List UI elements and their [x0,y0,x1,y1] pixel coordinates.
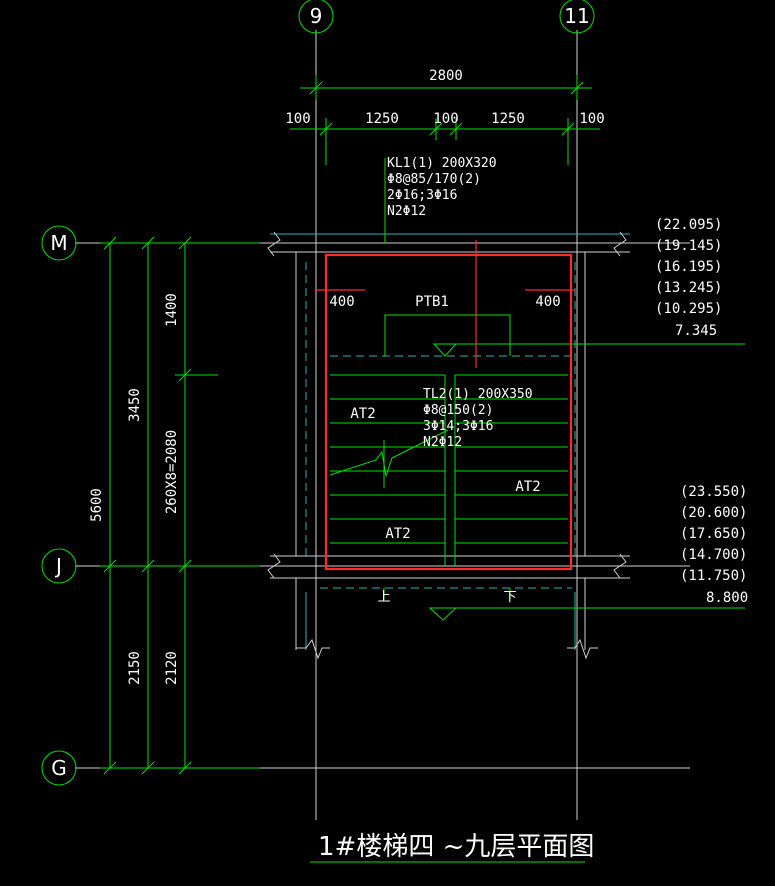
kl1-line-2: Φ8@85/170(2) [387,172,481,187]
beam-tl2-label: TL2(1) 200X350 Φ8@150(2) 3Φ14;3Φ16 N2Φ12 [423,387,533,450]
beam-kl1-label: KL1(1) 200X320 Φ8@85/170(2) 2Φ16;3Φ16 N2… [387,156,497,219]
elevations-upper: (22.095) (19.145) (16.195) (13.245) (10.… [655,217,722,339]
top-dimensions: 2800 100 1250 100 1250 100 [285,68,605,165]
axis-label-m: M [50,231,67,255]
dim-total: 5600 [89,488,105,522]
axis-label-9: 9 [310,4,323,28]
kl1-line-4: N2Φ12 [387,204,426,219]
drawing-title: 1#楼梯四 ~九层平面图 [318,832,594,862]
dim-bottom: 2120 [164,651,180,685]
elevation-marker-lower [428,607,458,621]
axis-bubble-j: J [41,548,77,584]
dim-right-400: 400 [535,294,560,310]
tl2-line-3: 3Φ14;3Φ16 [423,419,493,434]
flight-label-left: AT2 [350,406,375,422]
elev-upper-2: (19.145) [655,238,722,254]
flight-label-bottom: AT2 [385,526,410,542]
elev-upper-3: (16.195) [655,259,722,275]
axis-grid-lines [75,30,690,820]
dim-upper: 3450 [127,388,143,422]
treads-left [330,374,445,544]
axis-bubble-m: M [41,225,77,261]
dim-seg-e: 100 [579,111,604,127]
axis-label-g: G [51,756,67,780]
elev-lower-6: 8.800 [706,590,748,606]
up-label: 上 [377,590,390,605]
elev-lower-5: (11.750) [680,568,747,584]
dim-lower: 2150 [127,651,143,685]
elev-upper-5: (10.295) [655,301,722,317]
slab-outline [384,314,511,356]
axis-bubble-9: 9 [298,0,334,34]
elevation-marker-upper [432,343,458,357]
dim-flight: 260X8=2080 [164,430,180,514]
dim-overall: 2800 [429,68,463,84]
dim-seg-c: 100 [433,111,458,127]
flight-label-right: AT2 [515,479,540,495]
slab-label: PTB1 [415,294,449,310]
elev-upper-6: 7.345 [675,323,717,339]
axis-label-j: J [54,554,62,578]
elevations-lower: (23.550) (20.600) (17.650) (14.700) (11.… [680,484,748,606]
tl2-line-1: TL2(1) 200X350 [423,387,533,402]
tl2-line-2: Φ8@150(2) [423,403,493,418]
elev-lower-2: (20.600) [680,505,747,521]
treads-right [455,374,568,544]
stair-geometry [310,158,745,863]
left-dimensions: 5600 3450 2150 1400 260X8=2080 2120 [89,236,260,775]
dim-seg-b: 1250 [365,111,399,127]
dim-landing: 1400 [164,293,180,327]
down-label: 下 [503,590,516,605]
tl2-line-4: N2Φ12 [423,435,462,450]
axis-label-11: 11 [564,4,589,28]
kl1-line-1: KL1(1) 200X320 [387,156,497,171]
elev-upper-4: (13.245) [655,280,722,296]
elev-upper-1: (22.095) [655,217,722,233]
kl1-line-3: 2Φ16;3Φ16 [387,188,457,203]
dim-left-400: 400 [329,294,354,310]
dim-seg-a: 100 [285,111,310,127]
axis-bubble-g: G [41,750,77,786]
highlight-frame [324,253,573,571]
elev-lower-1: (23.550) [680,484,747,500]
red-highlight [315,240,575,571]
dim-seg-d: 1250 [491,111,525,127]
elev-lower-4: (14.700) [680,547,747,563]
axis-bubble-11: 11 [559,0,595,34]
elev-lower-3: (17.650) [680,526,747,542]
